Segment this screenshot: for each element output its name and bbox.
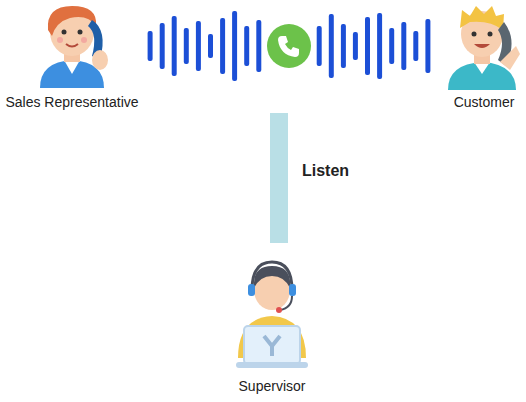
supervisor-icon: [236, 262, 308, 368]
listen-bar: [270, 113, 288, 243]
node-caption: Supervisor: [232, 378, 312, 394]
call-waveform: [148, 11, 431, 81]
node-caption: Sales Representative: [2, 94, 142, 110]
person-node: Supervisor: [232, 262, 312, 398]
person-node: Sales Representative: [2, 4, 142, 114]
node-caption: Customer: [444, 94, 524, 110]
action-label: Listen: [302, 162, 349, 180]
person-node: Customer: [444, 4, 524, 114]
sales-rep-icon: [40, 6, 108, 88]
customer-icon: [448, 6, 520, 90]
